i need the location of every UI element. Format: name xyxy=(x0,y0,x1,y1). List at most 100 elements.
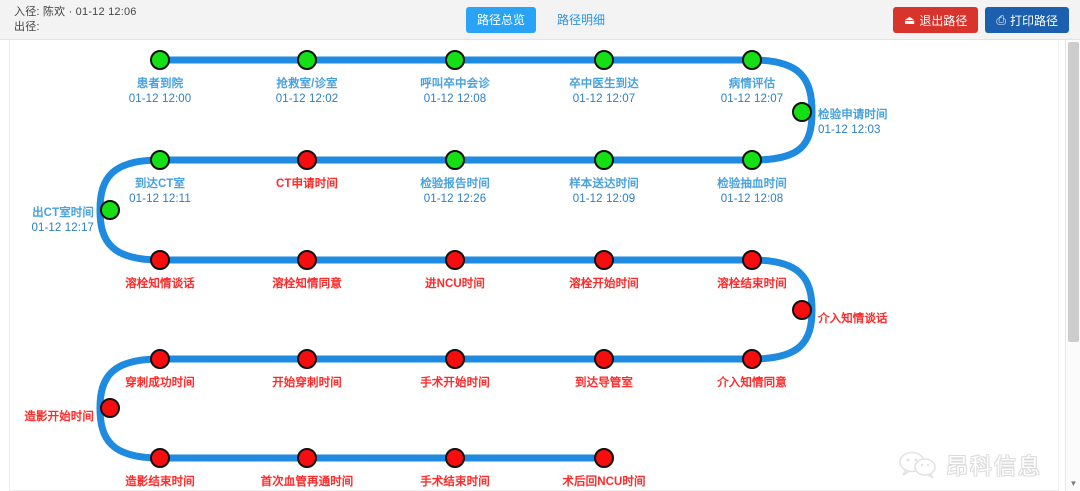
printer-icon: ⎙ xyxy=(996,13,1006,27)
pathway-node-label-23: 穿刺成功时间 xyxy=(125,376,195,391)
pathway-node-14[interactable] xyxy=(297,250,317,270)
pathway-node-26[interactable] xyxy=(297,448,317,468)
pathway-node-label-2: 抢救室/诊室 01-12 12:02 xyxy=(276,77,339,107)
pathway-node-name: 造影结束时间 xyxy=(125,476,195,488)
pathway-node-label-28: 术后回NCU时间 xyxy=(562,475,645,490)
pathway-node-name: 进NCU时间 xyxy=(424,278,486,290)
pathway-node-name: 造影开始时间 xyxy=(24,411,94,423)
pathway-node-label-13: 溶栓知情谈话 xyxy=(125,277,195,292)
pathway-node-label-19: 介入知情同意 xyxy=(717,376,787,391)
pathway-node-name: 患者到院 xyxy=(136,78,184,90)
pathway-node-name: 到达CT室 xyxy=(134,178,186,190)
vertical-scrollbar[interactable]: ▼ xyxy=(1065,40,1080,491)
pathway-node-11[interactable] xyxy=(150,150,170,170)
pathway-node-name: 检验抽血时间 xyxy=(717,178,787,190)
pathway-node-name: 卒中医生到达 xyxy=(569,78,639,90)
pathway-node-name: 首次血管再通时间 xyxy=(260,476,354,488)
pathway-node-name: 手术开始时间 xyxy=(420,377,490,389)
pathway-node-name: 溶栓开始时间 xyxy=(569,278,639,290)
pathway-node-label-17: 溶栓结束时间 xyxy=(717,277,787,292)
pathway-node-name: 介入知情同意 xyxy=(717,377,787,389)
pathway-exit-text: 出径: xyxy=(14,21,40,33)
pathway-node-19[interactable] xyxy=(742,349,762,369)
pathway-node-label-14: 溶栓知情同意 xyxy=(272,277,342,292)
pathway-node-name: 检验申请时间 xyxy=(818,109,888,121)
pathway-node-name: 病情评估 xyxy=(728,78,776,90)
exit-pathway-button[interactable]: ⏏ 退出路径 xyxy=(893,7,979,33)
scrollbar-thumb[interactable] xyxy=(1068,42,1079,342)
pathway-node-name: 检验报告时间 xyxy=(420,178,490,190)
pathway-node-12[interactable] xyxy=(100,200,120,220)
pathway-node-17[interactable] xyxy=(742,250,762,270)
pathway-node-name: 溶栓结束时间 xyxy=(717,278,787,290)
pathway-node-name: CT申请时间 xyxy=(276,178,338,190)
tab-pathway-detail[interactable]: 路径明细 xyxy=(557,13,606,27)
pathway-node-time: 01-12 12:26 xyxy=(423,193,487,205)
pathway-node-27[interactable] xyxy=(445,448,465,468)
pathway-node-name: 溶栓知情谈话 xyxy=(125,278,195,290)
top-toolbar: 入径: 陈欢 · 01-12 12:06 出径: 路径总览 路径明细 ⏏ 退出路… xyxy=(0,0,1080,40)
pathway-node-time: 01-12 12:08 xyxy=(720,193,784,205)
pathway-node-1[interactable] xyxy=(150,50,170,70)
pathway-node-label-11: 到达CT室 01-12 12:11 xyxy=(129,177,191,207)
pathway-node-label-7: 检验抽血时间 01-12 12:08 xyxy=(717,177,787,207)
pathway-node-25[interactable] xyxy=(150,448,170,468)
pathway-node-2[interactable] xyxy=(297,50,317,70)
pathway-node-time: 01-12 12:00 xyxy=(128,93,192,105)
pathway-node-label-10: CT申请时间 xyxy=(276,177,338,192)
pathway-node-label-16: 溶栓开始时间 xyxy=(569,277,639,292)
pathway-node-label-25: 造影结束时间 xyxy=(125,475,195,490)
pathway-node-time: 01-12 12:02 xyxy=(275,93,339,105)
pathway-node-15[interactable] xyxy=(445,250,465,270)
pathway-node-22[interactable] xyxy=(297,349,317,369)
pathway-node-time: 01-12 12:03 xyxy=(818,124,881,136)
pathway-node-name: 术后回NCU时间 xyxy=(562,476,646,488)
pathway-board xyxy=(9,40,1059,491)
pathway-node-label-6: 检验申请时间 01-12 12:03 xyxy=(818,108,888,138)
pathway-node-time: 01-12 12:09 xyxy=(572,193,636,205)
pathway-node-9[interactable] xyxy=(445,150,465,170)
pathway-node-10[interactable] xyxy=(297,150,317,170)
pathway-node-name: 样本送达时间 xyxy=(569,178,639,190)
pathway-node-label-15: 进NCU时间 xyxy=(425,277,485,292)
pathway-node-name: 穿刺成功时间 xyxy=(125,377,195,389)
pathway-node-name: 到达导管室 xyxy=(575,377,633,389)
pathway-node-21[interactable] xyxy=(445,349,465,369)
pathway-node-20[interactable] xyxy=(594,349,614,369)
pathway-node-23[interactable] xyxy=(150,349,170,369)
pathway-node-13[interactable] xyxy=(150,250,170,270)
pathway-node-label-12: 出CT室时间 01-12 12:17 xyxy=(32,206,95,236)
pathway-node-6[interactable] xyxy=(792,102,812,122)
pathway-node-label-21: 手术开始时间 xyxy=(420,376,490,391)
pathway-node-time: 01-12 12:17 xyxy=(31,222,94,234)
patient-pathway-info: 入径: 陈欢 · 01-12 12:06 出径: xyxy=(14,5,137,35)
pathway-node-name: 出CT室时间 xyxy=(32,207,94,219)
pathway-node-5[interactable] xyxy=(742,50,762,70)
pathway-node-4[interactable] xyxy=(594,50,614,70)
pathway-node-label-22: 开始穿刺时间 xyxy=(272,376,342,391)
pathway-entry-text: 入径: 陈欢 · 01-12 12:06 xyxy=(14,6,137,18)
print-pathway-button[interactable]: ⎙ 打印路径 xyxy=(985,7,1069,33)
pathway-node-time: 01-12 12:11 xyxy=(129,193,191,205)
pathway-node-label-26: 首次血管再通时间 xyxy=(261,475,354,490)
scroll-down-arrow-icon[interactable]: ▼ xyxy=(1069,479,1078,488)
pathway-node-name: 开始穿刺时间 xyxy=(272,377,342,389)
pathway-node-16[interactable] xyxy=(594,250,614,270)
pathway-node-28[interactable] xyxy=(594,448,614,468)
pathway-node-3[interactable] xyxy=(445,50,465,70)
tab-pathway-overview[interactable]: 路径总览 xyxy=(466,7,537,33)
pathway-node-label-24: 造影开始时间 xyxy=(24,410,94,425)
pathway-node-label-8: 样本送达时间 01-12 12:09 xyxy=(569,177,639,207)
pathway-node-time: 01-12 12:07 xyxy=(720,93,784,105)
pathway-node-8[interactable] xyxy=(594,150,614,170)
pathway-node-24[interactable] xyxy=(100,398,120,418)
pathway-node-label-18: 介入知情谈话 xyxy=(818,312,888,327)
pathway-node-18[interactable] xyxy=(792,300,812,320)
pathway-node-name: 抢救室/诊室 xyxy=(276,78,338,90)
pathway-node-7[interactable] xyxy=(742,150,762,170)
pathway-node-name: 呼叫卒中会诊 xyxy=(420,78,490,90)
pathway-node-label-9: 检验报告时间 01-12 12:26 xyxy=(420,177,490,207)
